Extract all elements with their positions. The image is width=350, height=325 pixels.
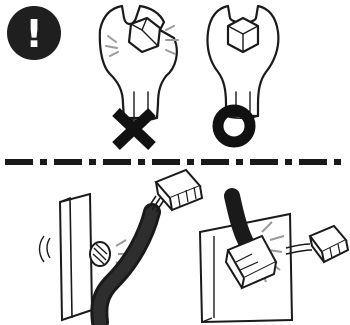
cable-screw-illustration bbox=[40, 170, 203, 322]
section-divider bbox=[5, 159, 341, 165]
screw-icon bbox=[90, 242, 110, 266]
circle-mark-icon bbox=[218, 110, 250, 142]
warning-icon-symbol: ! bbox=[25, 12, 42, 56]
wrong-wrench-illustration bbox=[100, 6, 178, 120]
warning-icon: ! bbox=[7, 6, 61, 60]
side-connector-icon bbox=[310, 226, 348, 262]
cable-bend-illustration bbox=[200, 196, 348, 322]
connector-icon bbox=[156, 170, 202, 210]
correct-wrench-illustration bbox=[207, 6, 278, 118]
